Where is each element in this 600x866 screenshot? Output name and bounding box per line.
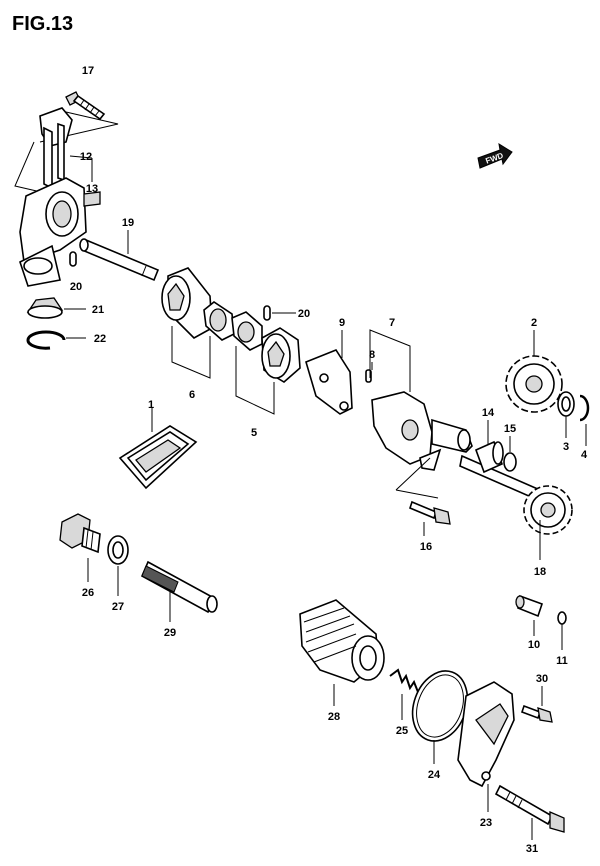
callout-20-left: 20 — [70, 281, 82, 293]
fwd-label: FWD — [484, 151, 504, 166]
callout-27: 27 — [112, 601, 124, 613]
part-20-pin-left — [69, 251, 77, 267]
callout-6: 6 — [189, 389, 195, 401]
part-29-shaft — [140, 560, 218, 614]
part-2-gear — [505, 355, 563, 413]
callout-10: 10 — [528, 639, 540, 651]
part-3-washer — [557, 391, 575, 417]
callout-22: 22 — [94, 333, 106, 345]
callout-29: 29 — [164, 627, 176, 639]
part-7-pump-body — [371, 391, 473, 471]
callout-15: 15 — [504, 423, 516, 435]
part-6-rotor-inner — [203, 301, 235, 341]
callout-7: 7 — [389, 317, 395, 329]
part-27-washer — [107, 535, 129, 565]
part-24-oring — [411, 670, 469, 742]
callout-17: 17 — [82, 65, 94, 77]
callout-9: 9 — [339, 317, 345, 329]
part-26-drain-plug — [59, 513, 101, 554]
part-6-rotor-outer — [161, 267, 213, 339]
callout-30: 30 — [536, 673, 548, 685]
part-9-plate — [305, 349, 353, 415]
part-19-shaft — [79, 238, 160, 282]
callout-5: 5 — [251, 427, 257, 439]
part-5-rotor-outer — [261, 327, 301, 383]
callout-23: 23 — [480, 817, 492, 829]
callout-12: 12 — [80, 151, 92, 163]
part-20-pin-mid — [263, 305, 271, 321]
callout-1: 1 — [148, 399, 154, 411]
callout-3: 3 — [563, 441, 569, 453]
part-25-spring — [389, 668, 419, 693]
part-14-sleeve — [474, 440, 504, 474]
callout-28: 28 — [328, 711, 340, 723]
part-28-oil-filter — [299, 599, 385, 683]
callout-14: 14 — [482, 407, 495, 419]
callout-16: 16 — [420, 541, 432, 553]
part-17-bolt — [65, 91, 106, 121]
callout-11: 11 — [556, 655, 568, 667]
part-21-cap — [26, 297, 64, 319]
callout-18: 18 — [534, 566, 546, 578]
figure-title: FIG.13 — [12, 13, 73, 35]
callout-13: 13 — [86, 183, 98, 195]
callout-26: 26 — [82, 587, 94, 599]
callout-25: 25 — [396, 725, 408, 737]
part-10-valve — [515, 594, 544, 618]
callout-21: 21 — [92, 304, 104, 316]
part-22-circlip — [26, 330, 66, 350]
callout-19: 19 — [122, 217, 134, 229]
callout-24: 24 — [428, 769, 441, 781]
callout-4: 4 — [581, 449, 588, 461]
part-30-bolt — [520, 704, 553, 723]
callout-31: 31 — [526, 843, 538, 855]
fwd-arrow-icon: FWD — [477, 142, 513, 169]
pump-cover-bracket — [19, 107, 101, 287]
part-18-gear — [523, 485, 573, 535]
part-4-circlip — [579, 394, 590, 422]
callout-20-mid: 20 — [298, 308, 310, 320]
part-11-oring — [557, 611, 567, 625]
callout-8: 8 — [369, 349, 375, 361]
part-5-rotor-inner — [231, 311, 263, 351]
part-31-bolt — [494, 784, 565, 833]
part-16-bolt — [409, 500, 451, 525]
part-23-filter-cover — [457, 681, 515, 788]
part-1-filter-plate — [118, 425, 198, 490]
part-15-oring — [503, 452, 517, 472]
callout-2: 2 — [531, 317, 537, 329]
